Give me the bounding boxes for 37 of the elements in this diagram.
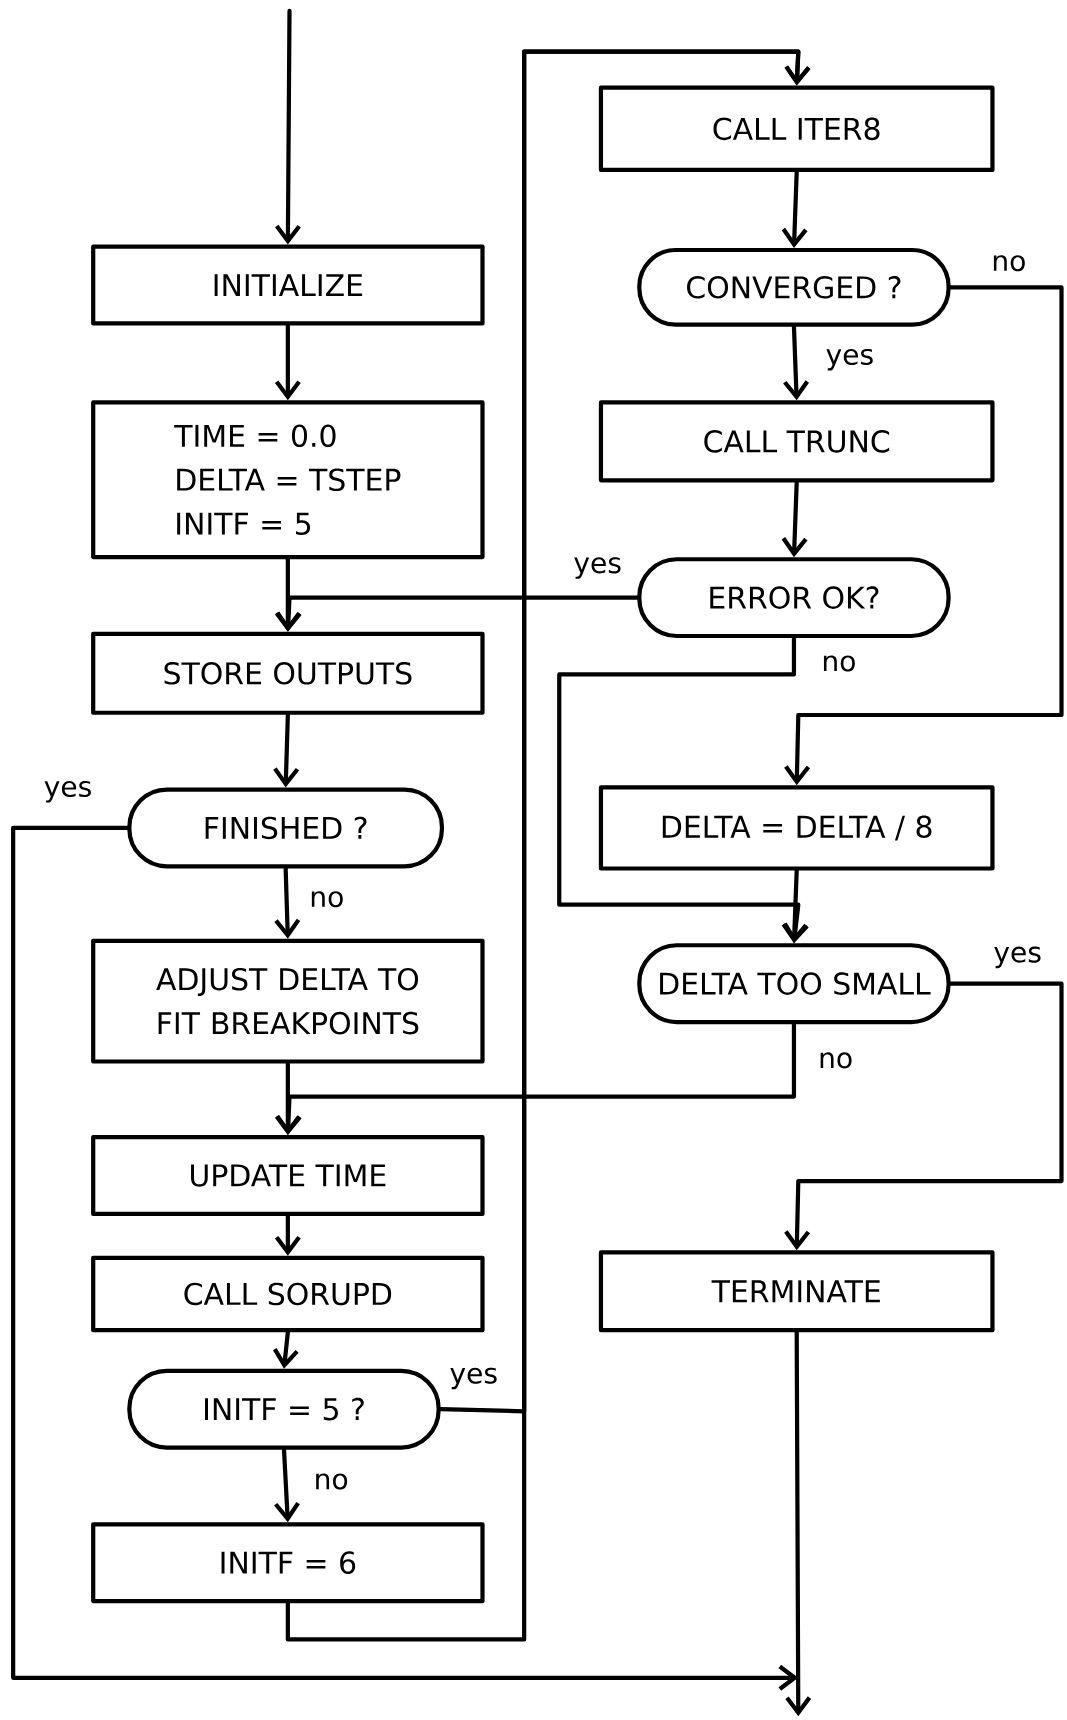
process-box: CALL SORUPD (91, 1255, 485, 1333)
arrow (783, 324, 809, 401)
process-box: DELTA = DELTA / 8 (598, 785, 995, 871)
process-box: UPDATE TIME (91, 1135, 485, 1217)
arrow (273, 712, 300, 788)
arrow (11, 825, 799, 1691)
edge-label: no (989, 253, 1029, 273)
arrow (274, 1213, 301, 1256)
arrow (275, 8, 301, 245)
process-box: CALL TRUNC (598, 400, 995, 483)
process-box: TIME = 0.0 DELTA = TSTEP INITF = 5 (91, 400, 485, 560)
process-box: ADJUST DELTA TO FIT BREAKPOINTS (91, 938, 485, 1064)
arrow (275, 1022, 797, 1136)
arrow (781, 868, 808, 944)
arrow (781, 169, 808, 248)
edge-label: yes (823, 347, 876, 373)
edge-label: yes (571, 555, 624, 581)
arrow (274, 1447, 300, 1523)
arrow (784, 285, 1064, 786)
process-box: TERMINATE (598, 1250, 995, 1333)
arrow (781, 480, 808, 558)
arrow (274, 557, 301, 632)
arrow (784, 981, 1064, 1251)
arrow (557, 636, 809, 944)
edge-label: yes (41, 779, 95, 805)
arrow (285, 49, 811, 1642)
edge-label: no (307, 889, 347, 909)
process-box: INITIALIZE (91, 244, 485, 326)
arrow (785, 1330, 812, 1717)
arrow (275, 595, 640, 632)
process-box: CALL ITER8 (598, 85, 995, 173)
arrow (272, 1330, 299, 1369)
arrow (274, 866, 301, 939)
process-box: INITF = 6 (91, 1522, 485, 1604)
edge-label: no (816, 1050, 855, 1071)
arrow (274, 323, 301, 401)
process-box: STORE OUTPUTS (91, 631, 485, 715)
